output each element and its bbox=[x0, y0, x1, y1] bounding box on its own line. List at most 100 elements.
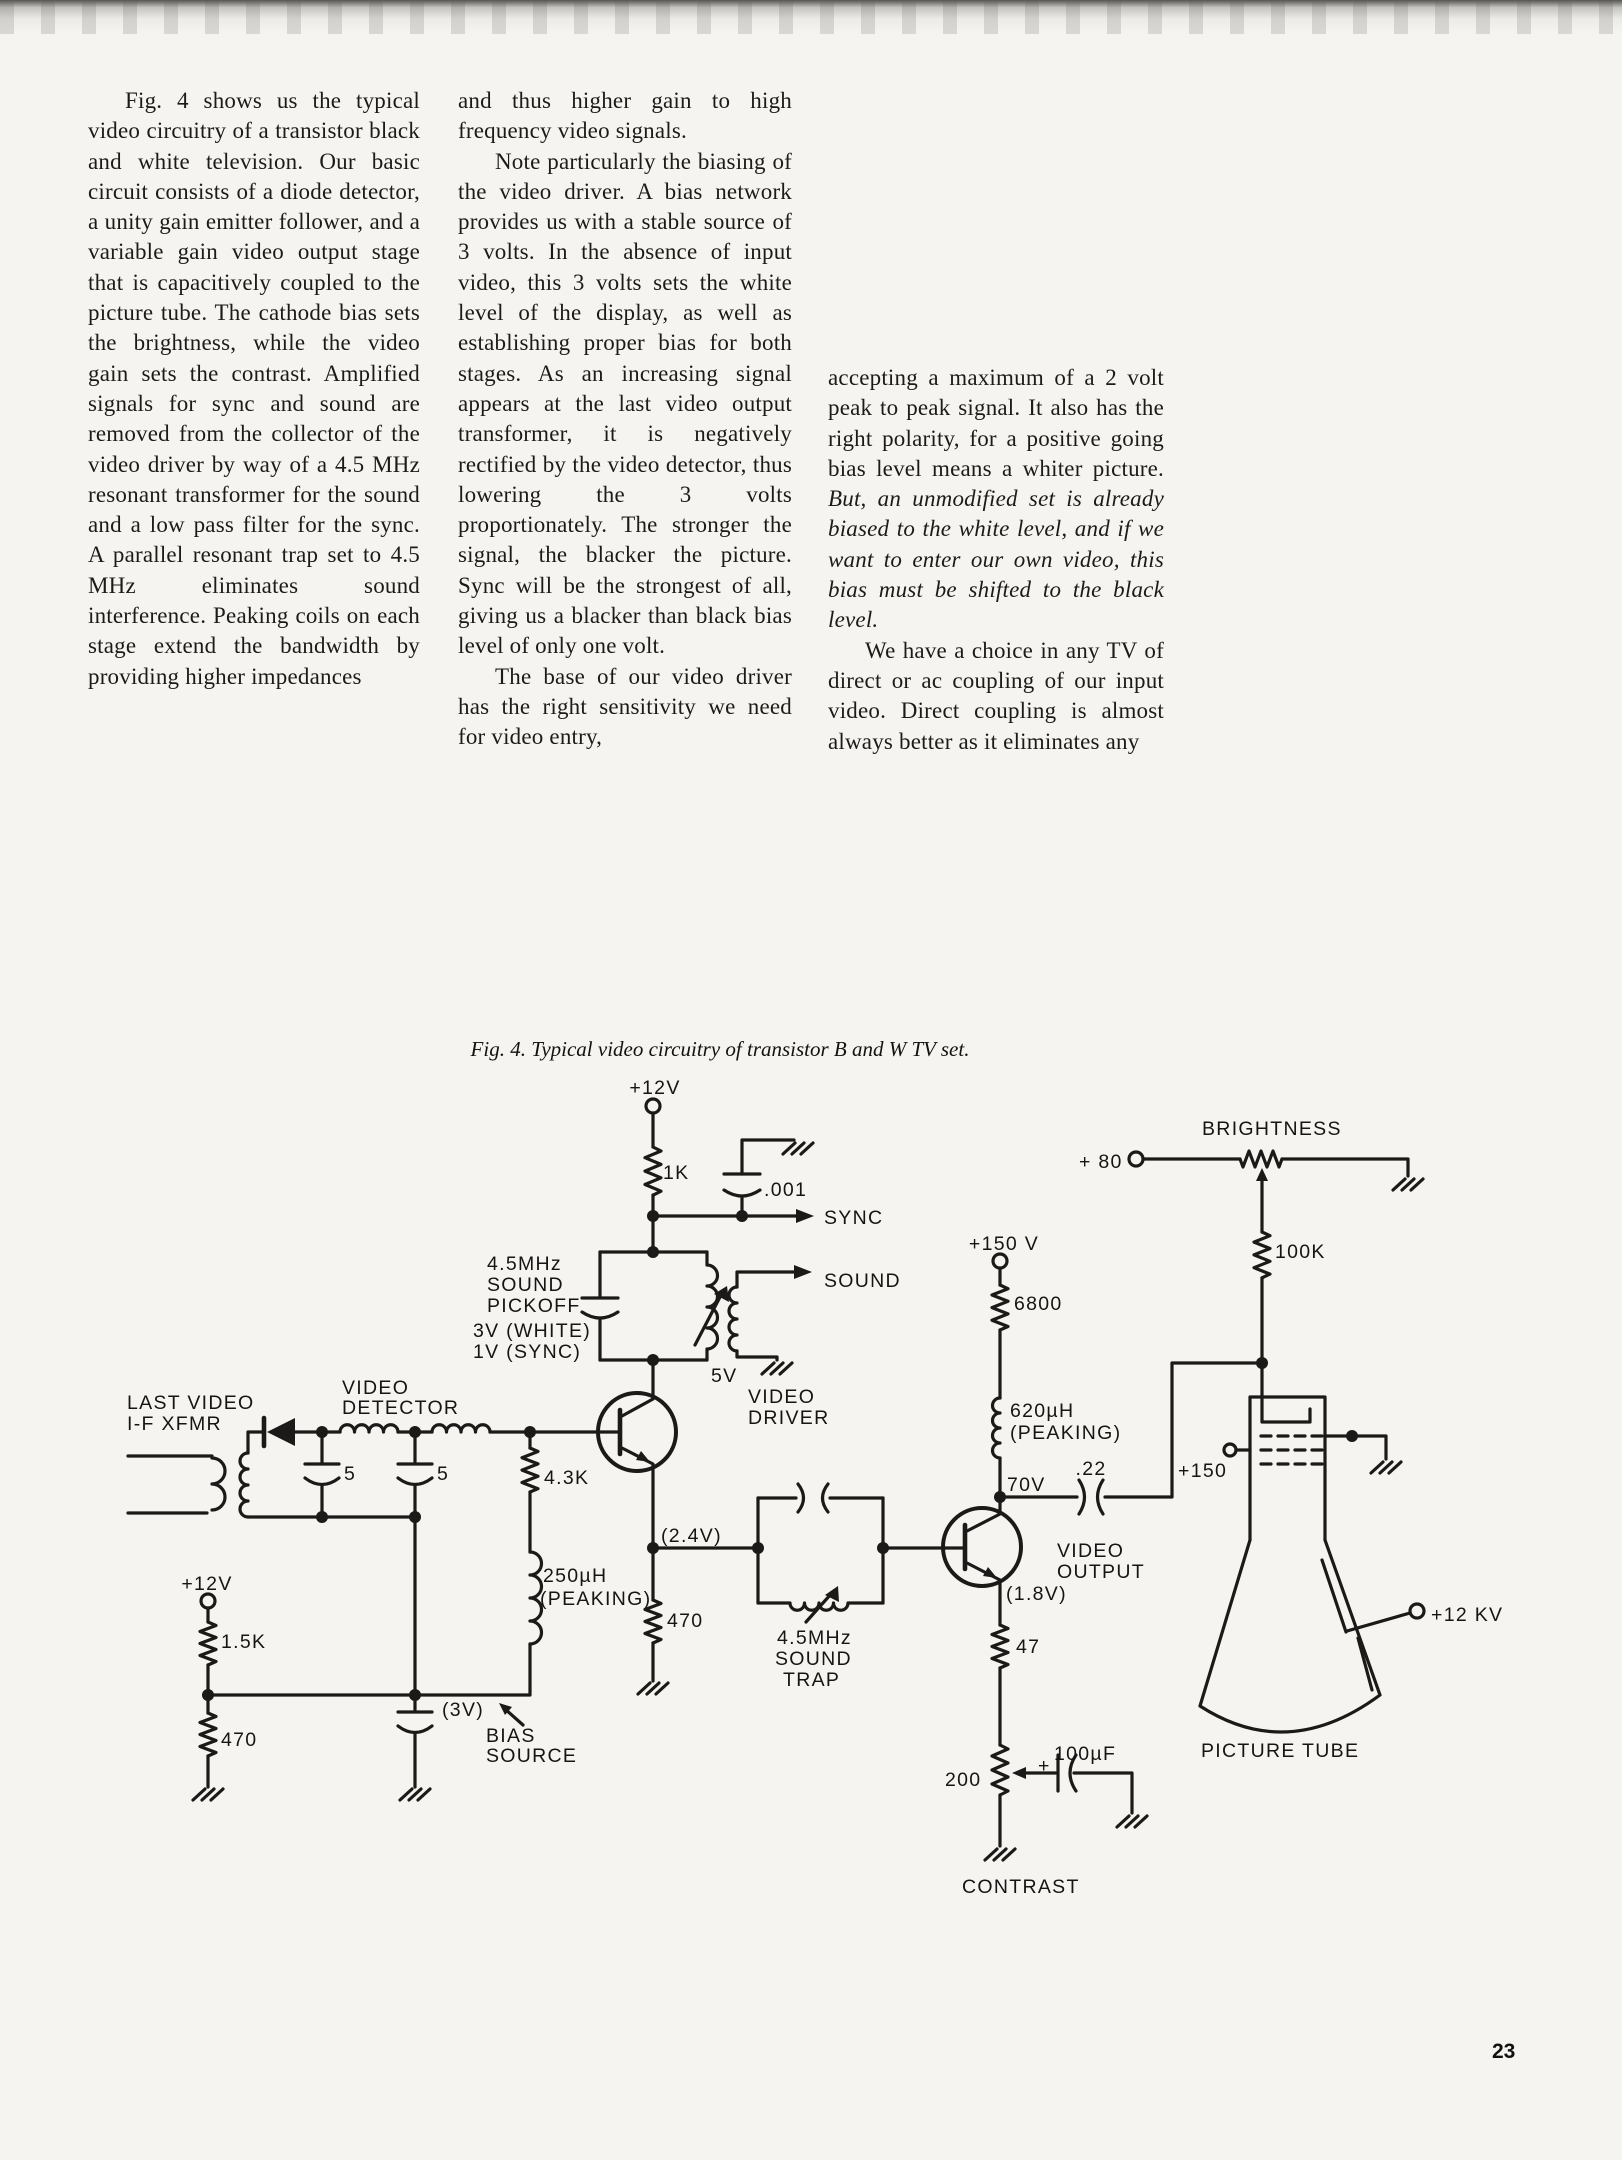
xfmr-secondary-coil-icon bbox=[238, 1451, 250, 1519]
label-100k: 100K bbox=[1275, 1241, 1326, 1263]
ground-icon bbox=[760, 1361, 794, 1376]
label-150: +150 bbox=[1178, 1460, 1227, 1482]
brightness-pot-icon bbox=[1238, 1149, 1284, 1169]
terminal-12kv-icon bbox=[1408, 1602, 1426, 1620]
label-250uh-peaking: (PEAKING) bbox=[540, 1588, 651, 1610]
video-driver-transistor bbox=[528, 1358, 678, 1550]
crt-cathode-icon bbox=[1260, 1395, 1312, 1424]
label-detector-1: VIDEO bbox=[342, 1377, 409, 1399]
label-150v: +150 V bbox=[969, 1233, 1039, 1255]
article-column-3: accepting a maximum of a 2 volt peak to … bbox=[828, 363, 1164, 757]
resistor-4.3k-icon bbox=[520, 1446, 540, 1494]
sound-pickoff-tank bbox=[580, 1246, 729, 1366]
paragraph: and thus higher gain to high frequency v… bbox=[458, 88, 792, 144]
label-12kv: +12 KV bbox=[1431, 1604, 1503, 1626]
label-620uh: 620µH bbox=[1010, 1400, 1074, 1422]
paragraph: We have a choice in any TV of direct or … bbox=[828, 637, 1164, 754]
label-250uh: 250µH bbox=[543, 1565, 607, 1587]
article-column-2: and thus higher gain to high frequency v… bbox=[458, 86, 792, 753]
label-white-level: 3V (WHITE) bbox=[473, 1320, 591, 1342]
ground-icon bbox=[983, 1847, 1017, 1862]
label-80v: + 80 bbox=[1079, 1151, 1123, 1173]
label-trap-2: SOUND bbox=[775, 1648, 852, 1670]
label-2.4v: (2.4V) bbox=[661, 1525, 722, 1547]
coupling-cap-22 bbox=[998, 1361, 1264, 1516]
sound-arrow-icon bbox=[794, 1265, 812, 1279]
resistor-100k-icon bbox=[1252, 1230, 1272, 1280]
paragraph: accepting a maximum of a 2 volt peak to … bbox=[828, 363, 1164, 636]
trap-coil-icon bbox=[756, 1601, 885, 1612]
picture-tube bbox=[1198, 1395, 1426, 1734]
ground-icon bbox=[636, 1681, 670, 1696]
label-brightness: BRIGHTNESS bbox=[1202, 1118, 1342, 1140]
label-driver-2: DRIVER bbox=[748, 1407, 829, 1429]
annotation-arrow-icon bbox=[503, 1707, 525, 1727]
driver-base-network bbox=[520, 1430, 544, 1646]
filter-cap-5-icon bbox=[303, 1430, 341, 1519]
label-pickoff-2: SOUND bbox=[487, 1274, 564, 1296]
contrast-pot-icon bbox=[990, 1743, 1010, 1797]
label-.22: .22 bbox=[1075, 1458, 1106, 1480]
capacitor-22-icon bbox=[1077, 1478, 1087, 1516]
crt-neck-icon bbox=[1248, 1395, 1327, 1542]
peaking-coil-620-icon bbox=[990, 1396, 1002, 1460]
crt-flask-icon bbox=[1198, 1538, 1382, 1734]
label-cap5-b: 5 bbox=[437, 1463, 449, 1485]
page-scan-edge bbox=[0, 0, 1622, 34]
terminal-12v-icon bbox=[199, 1592, 217, 1610]
output-collector-chain bbox=[990, 1252, 1010, 1503]
label-plus: + bbox=[1038, 1755, 1051, 1777]
ground-icon bbox=[781, 1141, 815, 1156]
xfmr-primary-coil-icon bbox=[210, 1456, 227, 1512]
grid-terminal-icon bbox=[1222, 1442, 1238, 1458]
if-transformer-detector bbox=[126, 1415, 536, 1697]
contrast-network bbox=[983, 1623, 1149, 1862]
resistor-47-icon bbox=[990, 1623, 1010, 1670]
label-sound: SOUND bbox=[824, 1270, 901, 1292]
label-contrast: CONTRAST bbox=[962, 1876, 1080, 1898]
label-pickoff-1: 4.5MHz bbox=[487, 1253, 562, 1275]
crt-anode-icon bbox=[1320, 1558, 1374, 1692]
label-470-left: 470 bbox=[221, 1729, 257, 1751]
label-output-2: OUTPUT bbox=[1057, 1561, 1145, 1583]
ground-icon bbox=[191, 1787, 225, 1802]
resistor-6800-icon bbox=[990, 1283, 1010, 1332]
paragraph: The base of our video driver has the rig… bbox=[458, 663, 792, 750]
paragraph: Note particularly the biasing of the vid… bbox=[458, 148, 792, 659]
peaking-coil-250-icon bbox=[528, 1550, 544, 1646]
label-trap-3: TRAP bbox=[783, 1669, 840, 1691]
resistor-1.5k-icon bbox=[198, 1620, 218, 1667]
paragraph: Fig. 4 shows us the typical video circui… bbox=[88, 88, 420, 689]
label-4.3k: 4.3K bbox=[544, 1467, 589, 1489]
label-200: 200 bbox=[945, 1769, 981, 1791]
driver-emitter-network bbox=[636, 1542, 760, 1696]
npn-transistor-icon bbox=[941, 1506, 1023, 1588]
label-bias-1: BIAS bbox=[486, 1725, 536, 1747]
label-output-1: VIDEO bbox=[1057, 1540, 1124, 1562]
terminal-150v-icon bbox=[991, 1252, 1009, 1270]
label-last-video-1: LAST VIDEO bbox=[127, 1392, 255, 1414]
page-number: 23 bbox=[1492, 2040, 1516, 2063]
label-pickoff-3: PICKOFF bbox=[487, 1295, 581, 1317]
figure-caption: Fig. 4. Typical video circuitry of trans… bbox=[470, 1037, 970, 1061]
label-470-mid: 470 bbox=[667, 1610, 703, 1632]
ground-icon bbox=[1115, 1814, 1149, 1829]
label-001: .001 bbox=[764, 1179, 807, 1201]
emitter-arrow-icon bbox=[636, 1451, 650, 1462]
label-driver-1: VIDEO bbox=[748, 1386, 815, 1408]
resistor-1k-icon bbox=[643, 1145, 663, 1197]
label-detector-2: DETECTOR bbox=[342, 1397, 459, 1419]
resistor-470-icon bbox=[643, 1598, 663, 1645]
label-cap5-a: 5 bbox=[344, 1463, 356, 1485]
label-sync: SYNC bbox=[824, 1207, 883, 1229]
label-70v: 70V bbox=[1007, 1474, 1046, 1496]
sync-arrow-icon bbox=[796, 1209, 814, 1223]
pickoff-coil-icon bbox=[705, 1250, 720, 1362]
bias-network bbox=[191, 1592, 532, 1802]
label-bias-12v: +12V bbox=[181, 1573, 232, 1595]
brightness-control bbox=[1127, 1149, 1425, 1399]
terminal-12v-icon bbox=[644, 1097, 662, 1115]
detector-coil-icon bbox=[430, 1423, 492, 1434]
supply-12v-driver bbox=[643, 1097, 663, 1254]
